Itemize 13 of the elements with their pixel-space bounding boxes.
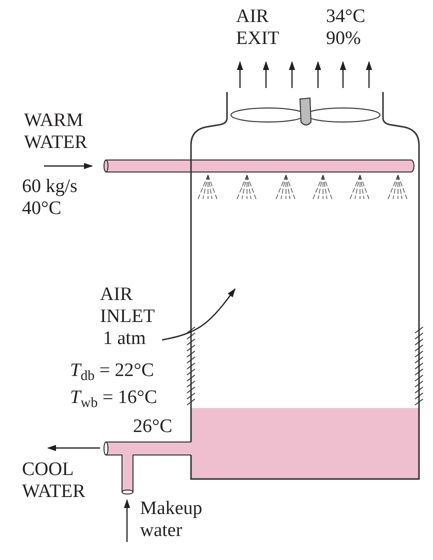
- arrow: [162, 288, 236, 341]
- cooling-tower-drawing: [186, 92, 424, 480]
- cool-water-label: COOL WATER: [22, 459, 86, 503]
- air-inlet-label: 1 atm: [102, 328, 147, 350]
- air-inlet-label: AIR INLET: [100, 284, 156, 328]
- warm-water-label: WARM WATER: [24, 110, 88, 154]
- makeup-water-label: Makeup water: [140, 498, 204, 542]
- wet-bulb-label: T$_{wb}$ = 16°C: [70, 387, 158, 409]
- outlet-temperature-label: 26°C: [133, 416, 174, 438]
- air-exit-label: AIR EXIT: [236, 6, 280, 50]
- inlet-condition-label: 60 kg/s 40°C: [22, 176, 78, 220]
- exit-condition-label: 34°C 90%: [326, 6, 366, 50]
- dry-bulb-label: T$_{db}$ = 22°C: [70, 360, 156, 382]
